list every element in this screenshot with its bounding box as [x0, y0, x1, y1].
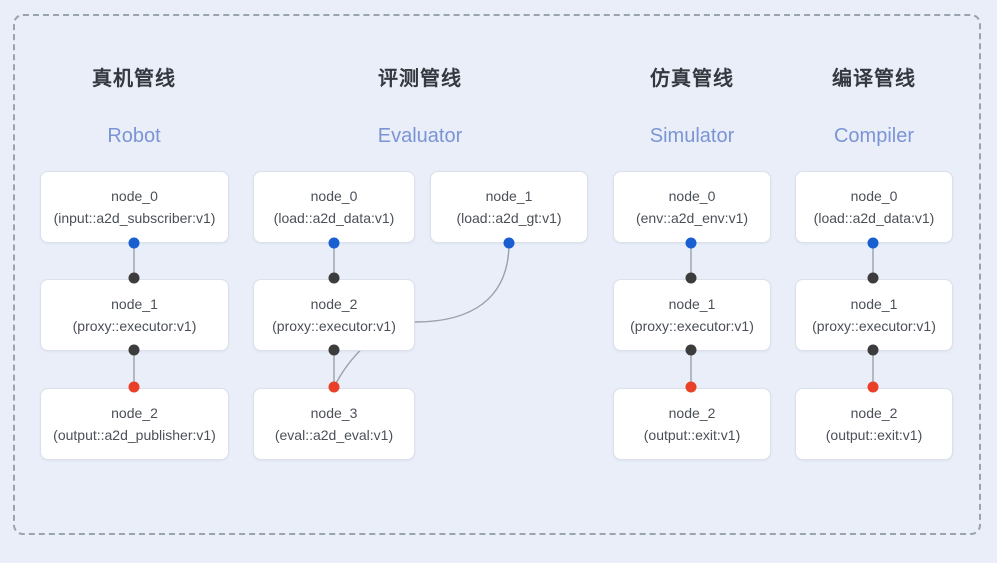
node-label-type: (input::a2d_subscriber:v1): [53, 209, 216, 226]
node-label-type: (output::exit:v1): [643, 426, 741, 443]
port-dot-black-robot-p2[interactable]: [128, 344, 140, 356]
port-dot-black-eval-p3[interactable]: [328, 344, 340, 356]
column-title-en-evaluator: Evaluator: [377, 125, 463, 147]
node-label-name: node_2: [668, 404, 716, 421]
port-dot-red-comp-p3[interactable]: [867, 381, 879, 393]
node-box-eval-node-3[interactable]: node_3(eval::a2d_eval:v1): [253, 388, 415, 460]
column-title-cn-robot: 真机管线: [92, 68, 176, 90]
node-label-name: node_0: [850, 187, 898, 204]
node-label-type: (env::a2d_env:v1): [635, 209, 749, 226]
column-title-en-compiler: Compiler: [833, 125, 915, 147]
pipeline-group-frame: [13, 14, 981, 535]
node-box-robot-node-2[interactable]: node_2(output::a2d_publisher:v1): [40, 388, 229, 460]
node-box-comp-node-0[interactable]: node_0(load::a2d_data:v1): [795, 171, 953, 243]
node-box-sim-node-2[interactable]: node_2(output::exit:v1): [613, 388, 771, 460]
port-dot-blue-eval-p1[interactable]: [503, 237, 515, 249]
node-label-name: node_2: [111, 404, 158, 421]
node-label-name: node_1: [485, 187, 533, 204]
node-box-sim-node-1[interactable]: node_1(proxy::executor:v1): [613, 279, 771, 351]
node-label-name: node_0: [111, 187, 158, 204]
port-dot-red-eval-p4[interactable]: [328, 381, 340, 393]
node-label-name: node_2: [310, 295, 358, 312]
node-label-name: node_1: [668, 295, 716, 312]
node-label-type: (load::a2d_data:v1): [813, 209, 935, 226]
node-label-type: (eval::a2d_eval:v1): [274, 426, 394, 443]
node-label-name: node_0: [310, 187, 358, 204]
port-dot-black-eval-p2[interactable]: [328, 272, 340, 284]
column-title-cn-simulator: 仿真管线: [650, 68, 734, 90]
port-dot-red-sim-p3[interactable]: [685, 381, 697, 393]
port-dot-blue-eval-p0[interactable]: [328, 237, 340, 249]
node-label-name: node_3: [310, 404, 358, 421]
port-dot-black-sim-p1[interactable]: [685, 272, 697, 284]
node-label-type: (load::a2d_gt:v1): [456, 209, 562, 226]
node-box-eval-node-2[interactable]: node_2(proxy::executor:v1): [253, 279, 415, 351]
node-label-type: (output::a2d_publisher:v1): [53, 426, 216, 443]
node-box-sim-node-0[interactable]: node_0(env::a2d_env:v1): [613, 171, 771, 243]
node-box-eval-node-1[interactable]: node_1(load::a2d_gt:v1): [430, 171, 588, 243]
node-label-type: (proxy::executor:v1): [812, 317, 936, 334]
column-title-en-robot: Robot: [107, 125, 161, 147]
node-box-robot-node-0[interactable]: node_0(input::a2d_subscriber:v1): [40, 171, 229, 243]
node-label-name: node_1: [850, 295, 898, 312]
port-dot-blue-comp-p0[interactable]: [867, 237, 879, 249]
port-dot-black-robot-p1[interactable]: [128, 272, 140, 284]
node-label-name: node_0: [668, 187, 716, 204]
node-box-robot-node-1[interactable]: node_1(proxy::executor:v1): [40, 279, 229, 351]
node-label-name: node_1: [111, 295, 158, 312]
node-box-eval-node-0[interactable]: node_0(load::a2d_data:v1): [253, 171, 415, 243]
node-label-type: (proxy::executor:v1): [272, 317, 396, 334]
node-label-type: (proxy::executor:v1): [72, 317, 197, 334]
port-dot-blue-robot-p0[interactable]: [128, 237, 140, 249]
node-label-type: (proxy::executor:v1): [630, 317, 754, 334]
port-dot-red-robot-p3[interactable]: [128, 381, 140, 393]
port-dot-black-comp-p2[interactable]: [867, 344, 879, 356]
column-title-cn-evaluator: 评测管线: [378, 68, 462, 90]
node-box-comp-node-2[interactable]: node_2(output::exit:v1): [795, 388, 953, 460]
column-title-en-simulator: Simulator: [649, 125, 735, 147]
node-label-type: (output::exit:v1): [825, 426, 923, 443]
node-label-name: node_2: [850, 404, 898, 421]
node-label-type: (load::a2d_data:v1): [273, 209, 395, 226]
node-box-comp-node-1[interactable]: node_1(proxy::executor:v1): [795, 279, 953, 351]
port-dot-blue-sim-p0[interactable]: [685, 237, 697, 249]
column-title-cn-compiler: 编译管线: [832, 68, 916, 90]
port-dot-black-comp-p1[interactable]: [867, 272, 879, 284]
port-dot-black-sim-p2[interactable]: [685, 344, 697, 356]
